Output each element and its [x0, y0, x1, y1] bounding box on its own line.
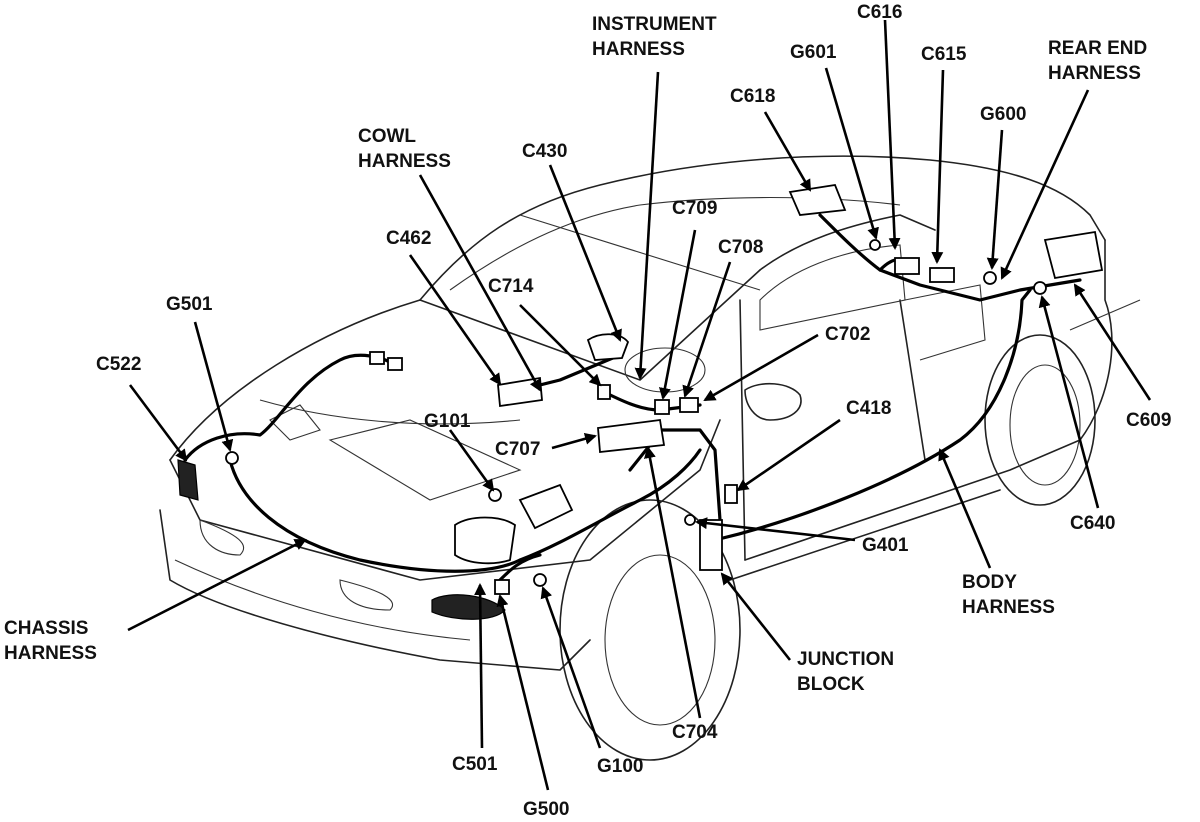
label-g600: G600 [980, 104, 1027, 125]
label-g501: G501 [166, 294, 213, 315]
label-c462: C462 [386, 228, 432, 249]
label-c707: C707 [495, 439, 541, 460]
label-g101: G101 [424, 411, 471, 432]
label-c501: C501 [452, 754, 498, 775]
label-c640: C640 [1070, 513, 1116, 534]
label-body-harness: BODY HARNESS [962, 572, 1055, 618]
label-c618: C618 [730, 86, 776, 107]
leader-instrument-harness [634, 71, 660, 380]
label-c418: C418 [846, 398, 892, 419]
leader-c430 [548, 164, 622, 342]
leader-c418 [736, 418, 841, 492]
leader-junction-block [720, 572, 792, 661]
label-g500: G500 [523, 799, 570, 820]
label-junction-block: JUNCTION BLOCK [797, 649, 895, 695]
leader-body-harness [938, 448, 992, 569]
label-rear-end-harness: REAR END HARNESS [1048, 38, 1148, 84]
label-c609: C609 [1126, 410, 1172, 431]
label-c616: C616 [857, 2, 903, 23]
leader-c709 [658, 229, 697, 400]
leader-c615 [931, 69, 945, 264]
leader-c704 [643, 446, 702, 719]
leader-g100 [540, 586, 602, 749]
label-c704: C704 [672, 722, 718, 743]
leader-c522 [128, 384, 188, 462]
leader-rear-end-harness [1000, 89, 1090, 280]
leader-g500 [496, 594, 550, 791]
car-body-outline [159, 155, 1141, 761]
label-instrument-harness: INSTRUMENT HARNESS [592, 14, 717, 60]
leader-c714 [519, 304, 602, 387]
label-c702: C702 [825, 324, 871, 345]
leader-c609 [1073, 283, 1152, 401]
leader-c707 [551, 432, 597, 450]
leader-c702 [703, 333, 819, 402]
leader-g101 [448, 429, 495, 492]
label-cowl-harness: COWL HARNESS [358, 126, 451, 172]
leader-c708 [682, 261, 732, 398]
label-c714: C714 [488, 276, 534, 297]
leader-g600 [986, 129, 1004, 270]
leader-g601 [824, 67, 879, 240]
label-c522: C522 [96, 354, 142, 375]
label-c615: C615 [921, 44, 967, 65]
leader-g401 [695, 517, 856, 542]
leader-c616 [883, 19, 901, 250]
label-g401: G401 [862, 535, 909, 556]
label-g601: G601 [790, 42, 837, 63]
label-chassis-harness: CHASSIS HARNESS [4, 618, 97, 664]
leader-c618 [763, 111, 812, 192]
label-c709: C709 [672, 198, 718, 219]
leader-g501 [193, 321, 234, 452]
leader-c640 [1038, 295, 1100, 509]
leader-arrows [127, 19, 1152, 791]
label-c430: C430 [522, 141, 568, 162]
label-c708: C708 [718, 237, 764, 258]
leader-c501 [474, 583, 487, 749]
leader-c462 [408, 254, 502, 386]
leader-chassis-harness [127, 538, 307, 632]
label-g100: G100 [597, 756, 644, 777]
connectors [225, 184, 1104, 595]
leader-cowl-harness [418, 174, 542, 392]
